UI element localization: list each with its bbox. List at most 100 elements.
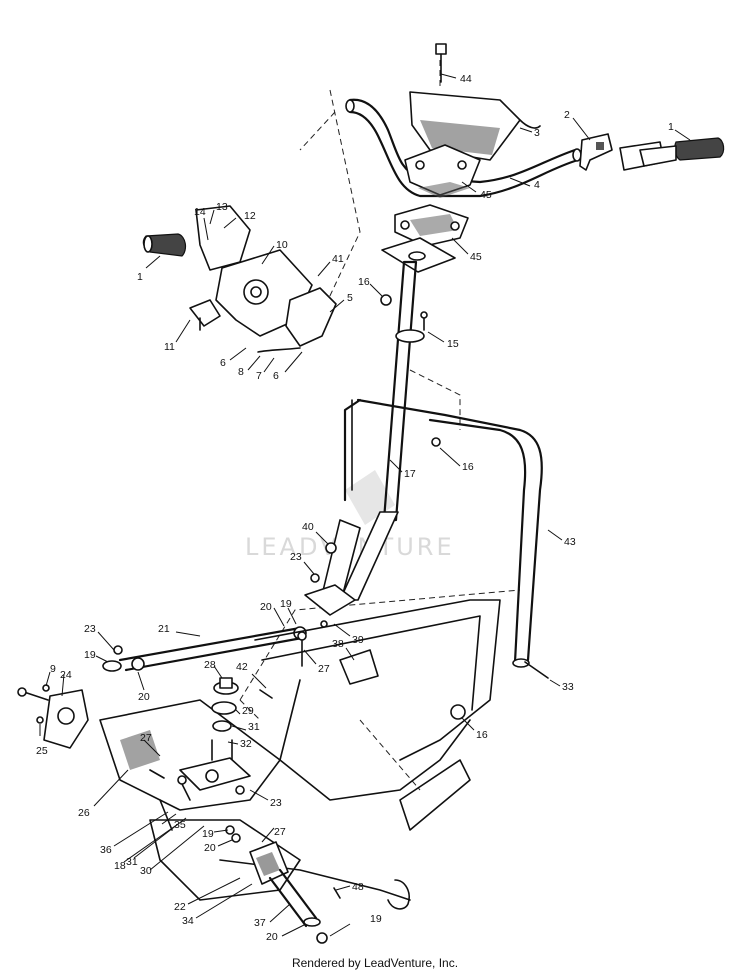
svg-text:12: 12	[244, 210, 256, 222]
callout: 15	[427, 331, 459, 350]
callout: 21	[158, 623, 201, 637]
bolt	[435, 43, 447, 83]
callout: 33	[549, 679, 574, 693]
callout: 19	[329, 913, 382, 937]
svg-text:39: 39	[352, 634, 364, 646]
callout: 19	[84, 649, 109, 663]
left-grip	[142, 233, 187, 257]
svg-text:30: 30	[140, 865, 152, 877]
lower-steering-shaft	[249, 841, 328, 944]
svg-text:26: 26	[78, 807, 90, 819]
callout: 3	[519, 127, 540, 139]
handlebar-clamp-bottom	[394, 204, 469, 247]
svg-text:11: 11	[164, 341, 175, 353]
callout: 44	[440, 73, 472, 85]
svg-text:43: 43	[564, 536, 576, 548]
svg-text:6: 6	[220, 357, 226, 369]
callout: 27	[261, 826, 286, 843]
svg-text:36: 36	[100, 844, 112, 856]
callout: 13	[209, 201, 228, 225]
handlebar-pad	[409, 91, 541, 161]
callout: 37	[254, 903, 291, 929]
svg-text:19: 19	[84, 649, 96, 661]
svg-text:25: 25	[36, 745, 48, 757]
callout: 40	[302, 521, 329, 545]
callout: 23	[290, 551, 315, 575]
callout: 17	[389, 459, 416, 480]
svg-text:17: 17	[404, 468, 416, 480]
callout: 1	[668, 121, 691, 141]
svg-text:29: 29	[242, 705, 254, 717]
svg-text:16: 16	[462, 461, 474, 473]
callout: 10	[261, 239, 288, 265]
svg-text:14: 14	[194, 206, 206, 218]
svg-text:31: 31	[248, 721, 260, 733]
callout: 22	[174, 877, 241, 913]
callout: 2	[564, 109, 591, 141]
callout: 18	[114, 823, 179, 872]
steering-column	[304, 260, 425, 616]
svg-text:32: 32	[240, 738, 252, 750]
svg-text:18: 18	[114, 860, 126, 872]
callout: 28	[204, 659, 223, 679]
svg-text:20: 20	[260, 601, 272, 613]
callout: 23	[249, 789, 282, 809]
svg-text:33: 33	[562, 681, 574, 693]
svg-text:20: 20	[266, 931, 278, 943]
svg-text:4: 4	[534, 179, 540, 191]
callout: 6	[273, 351, 303, 382]
callout: 1	[137, 255, 161, 283]
callout: 41	[317, 253, 344, 277]
svg-text:2: 2	[564, 109, 570, 121]
callout: 43	[547, 529, 576, 548]
spindle-hub	[17, 687, 89, 749]
svg-text:27: 27	[318, 663, 330, 675]
callout: 20	[260, 601, 285, 627]
callout: 20	[137, 671, 150, 703]
svg-text:15: 15	[447, 338, 459, 350]
svg-text:13: 13	[216, 201, 228, 213]
callout: 31	[126, 817, 187, 868]
svg-text:1: 1	[668, 121, 674, 133]
svg-text:21: 21	[158, 623, 170, 635]
svg-text:40: 40	[302, 521, 314, 533]
callout: 29	[235, 705, 254, 717]
svg-text:7: 7	[256, 370, 262, 382]
svg-text:16: 16	[358, 276, 370, 288]
handlebar-clamp-top	[404, 144, 481, 198]
svg-text:10: 10	[276, 239, 288, 251]
svg-text:1: 1	[137, 271, 143, 283]
svg-text:20: 20	[204, 842, 216, 854]
callout: 31	[231, 721, 260, 733]
callout: 26	[78, 769, 129, 819]
callout: 45	[451, 237, 482, 263]
callout: 8	[238, 355, 261, 378]
callout: 38	[332, 638, 355, 661]
svg-text:31: 31	[126, 856, 138, 868]
callout: 34	[182, 883, 253, 927]
callout: 35	[161, 813, 186, 831]
svg-text:38: 38	[332, 638, 344, 650]
callout: 16	[439, 447, 474, 473]
callout: 32	[227, 738, 252, 750]
callout: 11	[164, 319, 191, 353]
roll-bar	[343, 398, 543, 668]
svg-text:3: 3	[534, 127, 540, 139]
svg-text:48: 48	[352, 881, 364, 893]
svg-text:23: 23	[290, 551, 302, 563]
svg-text:16: 16	[476, 729, 488, 741]
callout: 4	[509, 177, 540, 191]
svg-text:45: 45	[480, 189, 492, 201]
footer-credit: Rendered by LeadVenture, Inc.	[291, 956, 459, 970]
callout: 6	[220, 347, 247, 369]
svg-text:22: 22	[174, 901, 186, 913]
callout: 36	[100, 811, 169, 856]
svg-text:27: 27	[274, 826, 286, 838]
callout: 30	[140, 825, 205, 877]
svg-text:19: 19	[280, 598, 292, 610]
callout: 14	[194, 206, 209, 241]
svg-text:37: 37	[254, 917, 266, 929]
svg-text:9: 9	[50, 663, 56, 675]
svg-text:41: 41	[332, 253, 344, 265]
svg-text:8: 8	[238, 366, 244, 378]
